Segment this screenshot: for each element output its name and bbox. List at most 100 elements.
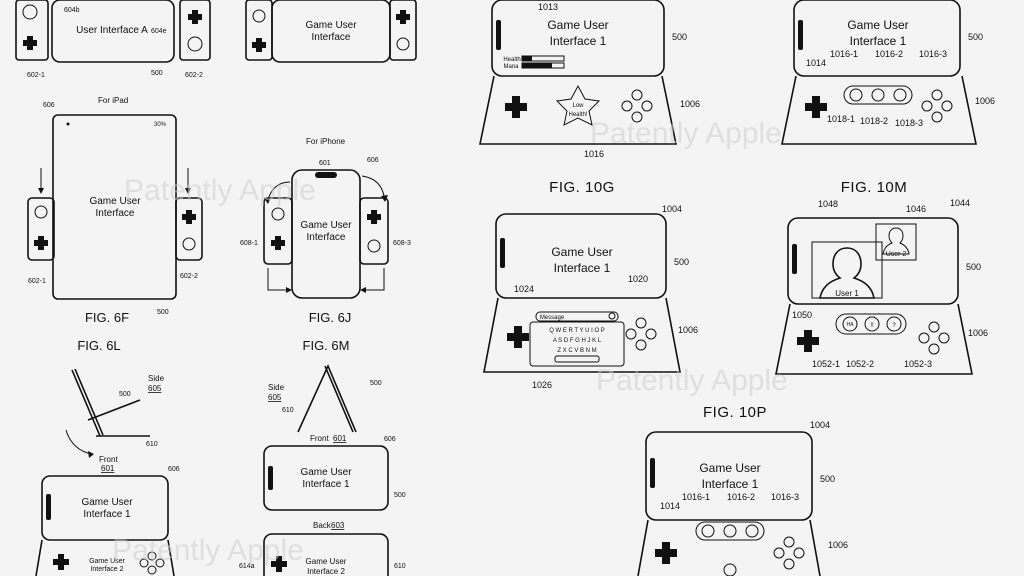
svg-text:HA: HA — [847, 322, 855, 328]
bm-front-label: Front — [310, 434, 329, 443]
ref-1016-2-b: 1016-2 — [727, 492, 755, 502]
bm-gui2-line2: Interface 2 — [307, 567, 345, 576]
low-health-line2: Health! — [568, 112, 587, 118]
fig-10-bottom-device: 1004 Game User Interface 1 1016-1 1016-2… — [637, 420, 848, 576]
ref-1018-1: 1018-1 — [827, 114, 855, 124]
btn-gui-line1: Game User — [847, 18, 908, 32]
ref-1006-btn: 1006 — [975, 96, 995, 106]
for-iphone-label: For iPhone — [306, 137, 346, 146]
fig-10-keyboard-device: 1004 Game User Interface 1 1020 1024 500… — [483, 204, 698, 390]
fig6m-ref-610: 610 — [282, 407, 294, 414]
fig-10-buttons-device: Game User Interface 1 1016-1 1016-2 1016… — [781, 0, 995, 196]
fig-10-health-device: 1013 Game User Interface 1 Health Mana 5… — [479, 0, 700, 196]
ref-608-3: 608-3 — [393, 240, 411, 247]
svg-text:30%: 30% — [154, 122, 167, 128]
ref-1020: 1020 — [628, 274, 648, 284]
watermark-4: Patently Apple — [112, 534, 304, 567]
bm-ref-610: 610 — [394, 563, 406, 570]
bl-ref-606: 606 — [168, 466, 180, 473]
ref-1044: 1044 — [950, 198, 970, 208]
ref-500-health: 500 — [672, 32, 687, 42]
ref-1046: 1046 — [906, 204, 926, 214]
watermarks: Patently Apple Patently Apple Patently A… — [112, 117, 788, 567]
health-gui-line1: Game User — [547, 18, 608, 32]
ipad-gui-line2: Interface — [96, 208, 135, 219]
svg-text:!!: !! — [870, 323, 874, 329]
bm-ref-601: 601 — [333, 434, 347, 443]
ref-1050: 1050 — [792, 310, 812, 320]
bl-gui-line2: Interface 1 — [83, 509, 131, 520]
ref-604e: 604e — [151, 28, 167, 35]
fig-10m-caption: FIG. 10M — [841, 179, 908, 196]
iphone-gui-line2: Interface — [307, 232, 346, 243]
fig-10-users-device: 1048 1046 1044 User 1 User 2 500 1050 HA… — [775, 198, 988, 375]
ref-606-ipad: 606 — [43, 102, 55, 109]
bm-ref-500: 500 — [394, 492, 406, 499]
fig6-top-left-device: User Interface A 604b 604e 602-1 500 602… — [15, 0, 211, 79]
ref-500-kb: 500 — [674, 257, 689, 267]
ref-1052-3: 1052-3 — [904, 359, 932, 369]
ref-500-btn: 500 — [968, 32, 983, 42]
svg-text:?: ? — [892, 323, 896, 329]
ref-602-1-ipad: 602-1 — [28, 278, 46, 285]
ref-1018-3: 1018-3 — [895, 118, 923, 128]
user-1-label: User 1 — [835, 289, 859, 298]
fig-6j-iphone: For iPhone 601 606 Game User Interface 6… — [240, 137, 411, 325]
fig6l-ref-610: 610 — [146, 441, 158, 448]
ref-500-ipad: 500 — [157, 309, 169, 316]
bm-gui-line2: Interface 1 — [302, 479, 350, 490]
for-ipad-label: For iPad — [98, 96, 128, 105]
ref-500-a: 500 — [151, 70, 163, 77]
fig6m-ref-500: 500 — [370, 380, 382, 387]
kb-row2: A S D F G H J K L — [553, 338, 602, 344]
fig6l-ref-500: 500 — [119, 391, 131, 398]
ref-1006-users: 1006 — [968, 328, 988, 338]
fig-6j-caption: FIG. 6J — [309, 310, 352, 325]
user-2-label: User 2 — [886, 251, 907, 258]
mana-label: Mana — [503, 64, 519, 70]
bm-ref-614a: 614a — [239, 563, 255, 570]
btn-gui-line2: Interface 1 — [850, 34, 907, 48]
ref-1048: 1048 — [818, 199, 838, 209]
kb-gui-line2: Interface 1 — [554, 261, 611, 275]
ref-1013: 1013 — [538, 2, 558, 12]
kb-row3: Z X C V B N M — [557, 348, 596, 354]
watermark-1: Patently Apple — [124, 174, 316, 207]
fig-10g-caption: FIG. 10G — [549, 179, 615, 196]
ref-1004-bottom: 1004 — [810, 420, 830, 430]
bl-gui-line1: Game User — [81, 497, 133, 508]
iphone-gui-line1: Game User — [300, 220, 352, 231]
fig6-top-mid-device: Game User Interface — [245, 0, 417, 63]
ref-602-2-ipad: 602-2 — [180, 273, 198, 280]
fig-10p-caption: FIG. 10P — [703, 404, 767, 421]
ref-1026: 1026 — [532, 380, 552, 390]
ref-601-iphone: 601 — [319, 160, 331, 167]
kb-gui-line1: Game User — [551, 245, 612, 259]
ref-1024: 1024 — [514, 284, 534, 294]
fig6l-side-label: Side — [148, 374, 165, 383]
ref-1004-kb: 1004 — [662, 204, 682, 214]
ipad-gui-line1: Game User — [89, 196, 141, 207]
fig6m-ref-605: 605 — [268, 393, 282, 402]
ref-500-bottom: 500 — [820, 474, 835, 484]
bl-front-label: Front — [99, 455, 118, 464]
health-label: Health — [503, 57, 520, 63]
bl-gui2-line2: Interface 2 — [90, 566, 123, 573]
ref-1006-kb: 1006 — [678, 325, 698, 335]
fig-6f-ipad: For iPad 606 30% Game User Interface 602… — [27, 96, 203, 325]
ref-1016-1-a: 1016-1 — [830, 49, 858, 59]
ref-1016-2-a: 1016-2 — [875, 49, 903, 59]
gui-top-line2: Interface — [312, 32, 351, 43]
gui-top-line1: Game User — [305, 20, 357, 31]
fig-6f-caption: FIG. 6F — [85, 310, 129, 325]
health-gui-line2: Interface 1 — [550, 34, 607, 48]
ref-606-iphone: 606 — [367, 157, 379, 164]
fig-6m-side: FIG. 6M Side 605 500 610 — [268, 338, 382, 433]
ref-1052-2: 1052-2 — [846, 359, 874, 369]
bottom-gui-line2: Interface 1 — [702, 477, 759, 491]
bm-gui2-line1: Game User — [306, 557, 347, 566]
fig6m-side-label: Side — [268, 383, 285, 392]
ref-1014-a: 1014 — [806, 58, 826, 68]
ref-1016-3-a: 1016-3 — [919, 49, 947, 59]
